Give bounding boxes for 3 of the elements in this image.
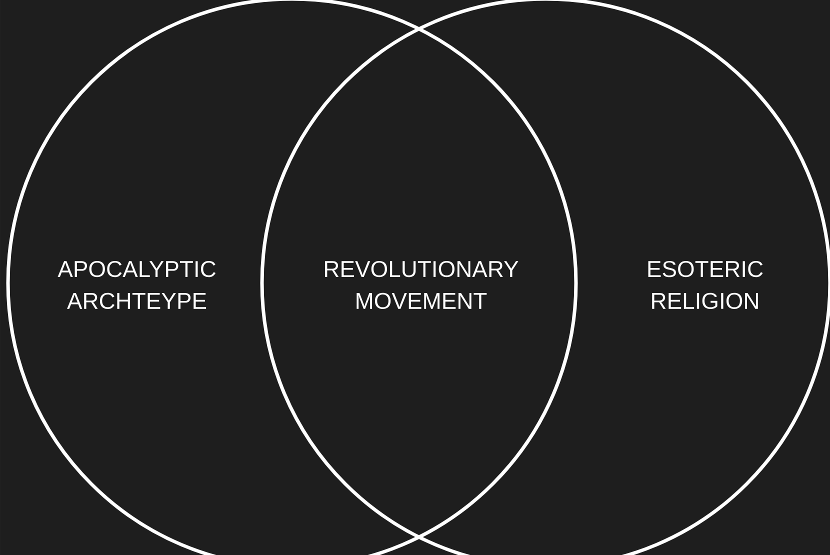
circle-label: ESOTERIC RELIGION: [648, 260, 763, 310]
region-label: REVOLUTIONARY MOVEMENT: [325, 260, 518, 310]
circle-label: APOCALYPTIC ARCHTEYPE: [58, 260, 216, 310]
